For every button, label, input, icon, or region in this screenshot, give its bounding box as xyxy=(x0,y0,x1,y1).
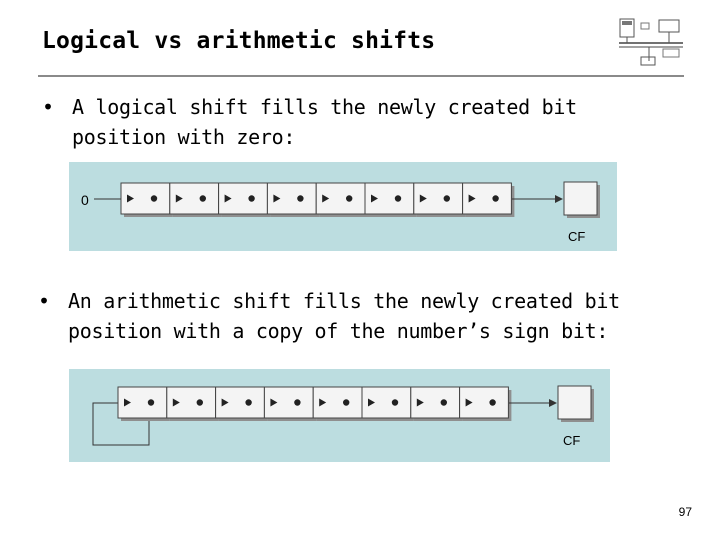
slide-title: Logical vs arithmetic shifts xyxy=(42,28,436,54)
shift-arrow-icon xyxy=(371,194,378,203)
bullet-arithmetic-shift: • An arithmetic shift fills the newly cr… xyxy=(38,286,620,346)
bullet-line: A logical shift fills the newly created … xyxy=(72,95,577,119)
carry-flag-box xyxy=(557,385,592,420)
logical-shift-diagram: 0 CF xyxy=(69,162,617,251)
title-divider xyxy=(38,75,684,77)
page-number: 97 xyxy=(678,505,692,519)
carry-flag-label: CF xyxy=(568,229,585,244)
bullet-marker: • xyxy=(38,289,50,313)
bit-dot-icon xyxy=(196,399,203,406)
sign-bit-feedback-line xyxy=(92,402,150,446)
bit-dot-icon xyxy=(391,399,399,406)
shift-arrow-icon xyxy=(127,194,134,203)
shift-arrow-icon xyxy=(172,398,180,407)
bit-dot-icon xyxy=(343,399,350,406)
register-bits xyxy=(120,182,515,217)
shift-arrow-icon xyxy=(270,398,278,407)
bit-dot-icon xyxy=(297,195,304,202)
arithmetic-shift-diagram: CF xyxy=(69,369,610,462)
bit-dot-icon xyxy=(346,195,353,202)
fill-input-label: 0 xyxy=(81,192,89,208)
register-bits xyxy=(117,386,512,421)
bullet-line: position with zero: xyxy=(72,125,296,149)
shift-arrow-icon xyxy=(368,398,375,407)
bit-dot-icon xyxy=(147,399,155,406)
bit-dot-icon xyxy=(248,195,255,202)
bit-dot-icon xyxy=(489,399,496,406)
bit-cell xyxy=(169,182,220,215)
bit-dot-icon xyxy=(245,399,252,406)
shift-arrow-icon xyxy=(416,398,424,407)
carry-flag-label: CF xyxy=(563,433,580,448)
shift-arrow-icon xyxy=(319,398,327,407)
shift-arrow-icon xyxy=(322,194,330,203)
carry-arrow xyxy=(549,399,557,407)
shift-arrow-icon xyxy=(419,194,427,203)
bullet-line: An arithmetic shift fills the newly crea… xyxy=(68,289,620,313)
bullet-marker: • xyxy=(42,95,54,119)
bit-dot-icon xyxy=(294,399,301,406)
shift-arrow-icon xyxy=(465,398,473,407)
bit-dot-icon xyxy=(150,195,158,202)
bit-dot-icon xyxy=(492,195,499,202)
shift-arrow-icon xyxy=(175,194,183,203)
shift-arrow-icon xyxy=(273,194,281,203)
shift-arrow-icon xyxy=(224,194,232,203)
shift-arrow-icon xyxy=(221,398,229,407)
bullet-line: position with a copy of the number’s sig… xyxy=(68,319,609,343)
bit-dot-icon xyxy=(199,195,206,202)
carry-flag-box xyxy=(563,181,598,216)
computer-architecture-logo xyxy=(619,18,683,66)
bit-dot-icon xyxy=(440,399,447,406)
bit-dot-icon xyxy=(394,195,402,202)
bit-dot-icon xyxy=(443,195,450,202)
bullet-logical-shift: • A logical shift fills the newly create… xyxy=(42,92,577,152)
bit-cell xyxy=(117,386,168,419)
shift-arrow-icon xyxy=(124,398,131,407)
shift-arrow-icon xyxy=(468,194,476,203)
carry-arrow xyxy=(555,195,563,203)
